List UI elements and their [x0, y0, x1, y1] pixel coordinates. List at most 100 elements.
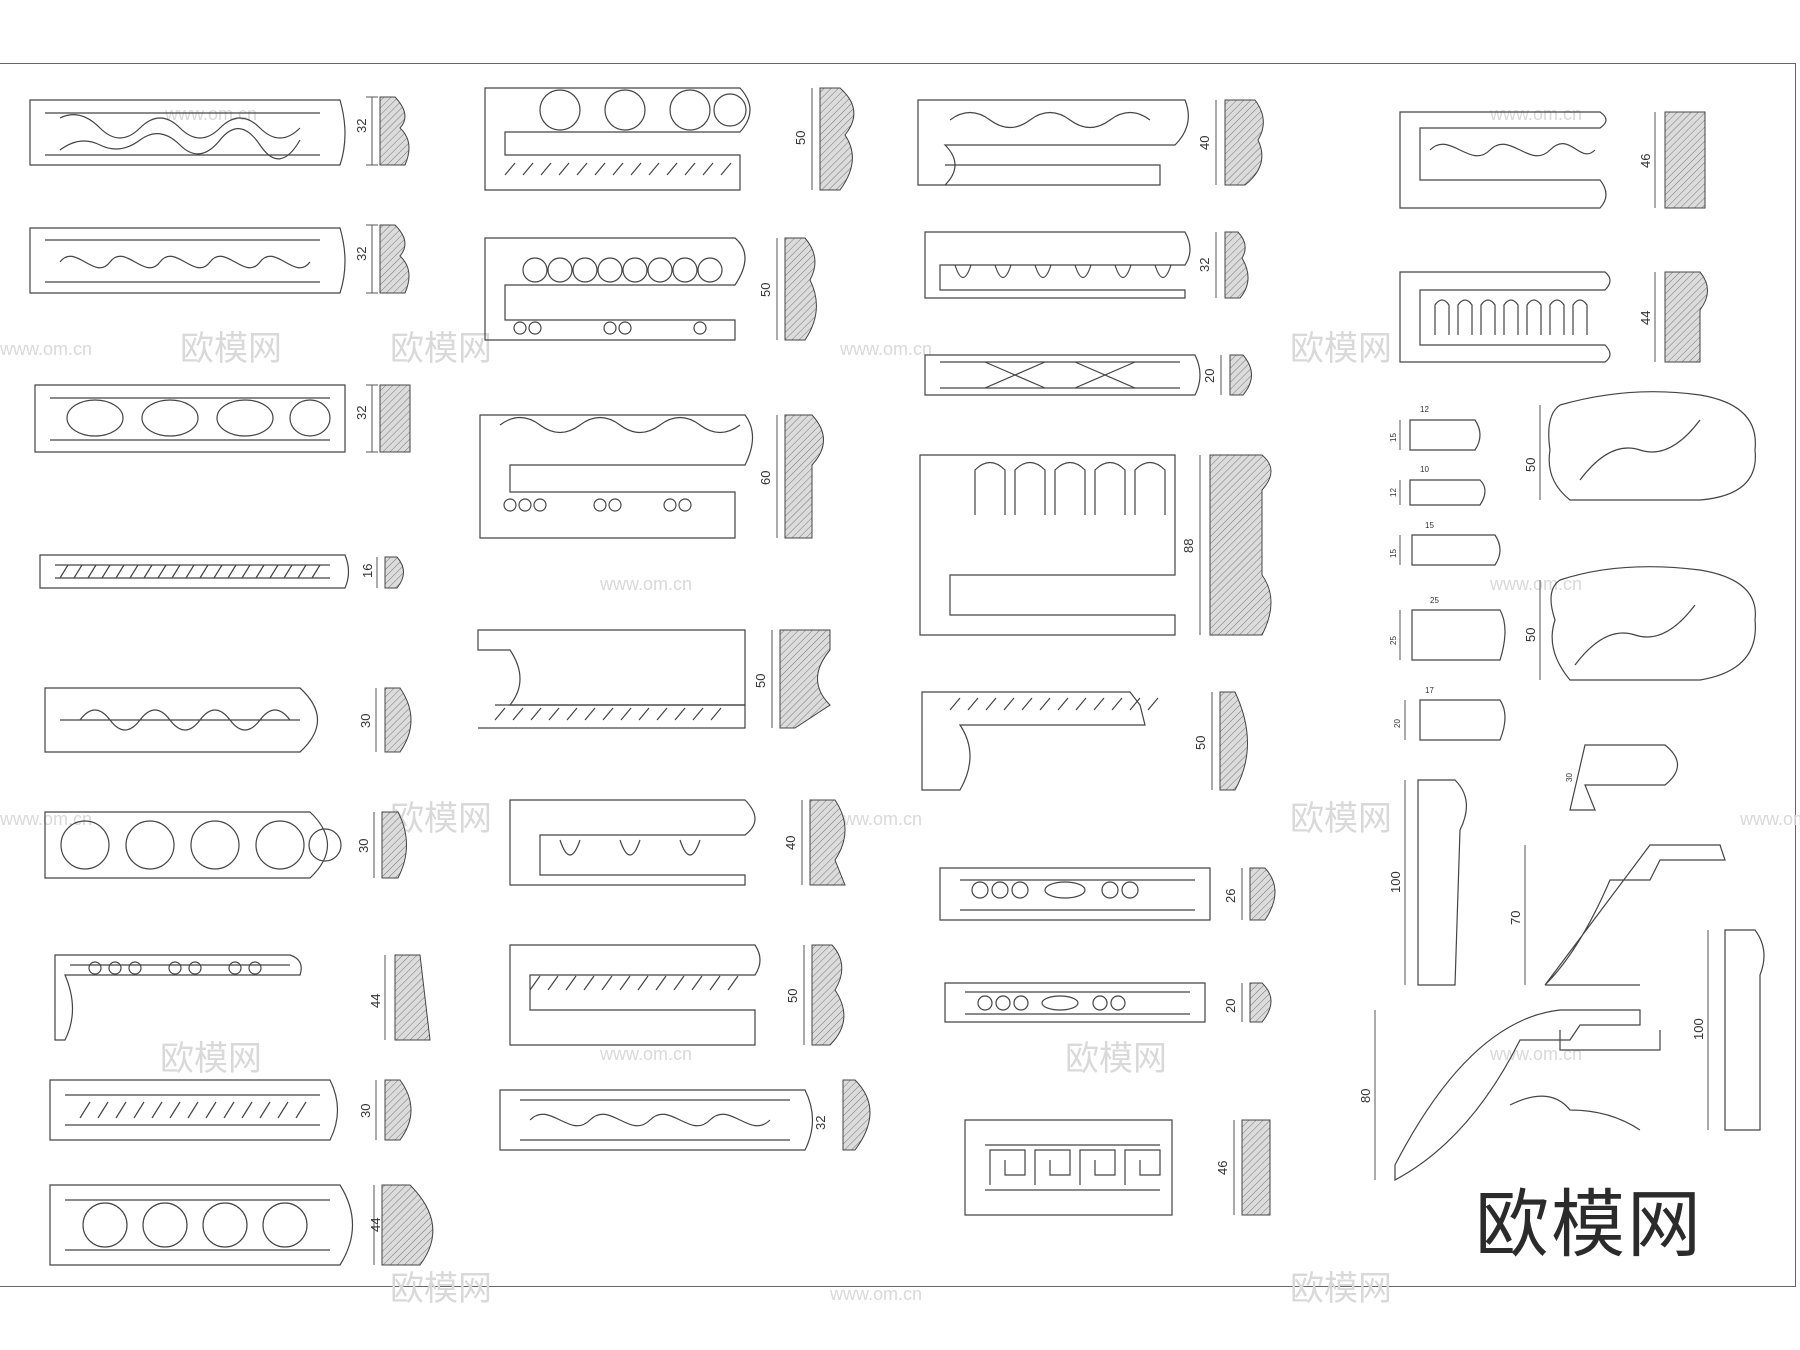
column-3-dims: 40 32 20 88 50 26 20 46 [1181, 136, 1238, 1175]
watermark-url: www.om.cn [1489, 1044, 1582, 1064]
dimension-label: 50 [753, 674, 768, 688]
moulding-greek-key [964, 1119, 1173, 1216]
watermark-urls: www.om.cn www.om.cn www.om.cn www.om.cn … [0, 104, 1800, 1304]
watermark: 欧模网 [390, 1270, 492, 1308]
watermark: 欧模网 [390, 330, 492, 368]
moulding-tulip-frieze [509, 799, 756, 886]
watermark: 欧模网 [1290, 1270, 1392, 1308]
dimension-label: 15 [1425, 521, 1434, 530]
watermark: 欧模网 [180, 330, 282, 368]
watermark-url: www.om.cn [829, 809, 922, 829]
dimension-label: 12 [1420, 405, 1429, 414]
moulding-leaf-plinth [479, 414, 754, 539]
moulding-cove-rope [477, 629, 746, 729]
dimension-label: 40 [783, 836, 798, 850]
dimension-label: 30 [358, 714, 373, 728]
dimension-label: 10 [1420, 465, 1429, 474]
moulding-grape-vine [29, 99, 346, 166]
dimension-label: 44 [368, 1218, 383, 1232]
dimension-label: 50 [793, 131, 808, 145]
dimension-label: 26 [1223, 889, 1238, 903]
dimension-label: 30 [358, 1104, 373, 1118]
watermark: 欧模网 [1290, 800, 1392, 838]
moulding-arch-panel [1399, 271, 1611, 363]
watermark-url: www.om.cn [1489, 574, 1582, 594]
column-2-dims: 50 50 60 50 40 50 32 [753, 131, 828, 1130]
column-1-dim-lines [366, 96, 386, 1265]
moulding-rope-ogee [921, 691, 1159, 791]
sheet-frame [0, 63, 1796, 1287]
column-4-dims: 46 44 [1638, 154, 1653, 325]
moulding-acanthus-scroll [29, 227, 346, 294]
column-3-sections [1209, 99, 1276, 1216]
dimension-label: 100 [1691, 1018, 1706, 1040]
dimension-label: 88 [1181, 539, 1196, 553]
dimension-label: 15 [1389, 549, 1398, 558]
dimension-label: 50 [785, 989, 800, 1003]
dimension-label: 30 [356, 839, 371, 853]
moulding-bead-thin [944, 982, 1206, 1023]
dimension-label: 44 [368, 994, 383, 1008]
watermark-url: www.om.cn [0, 809, 92, 829]
watermark-url: www.om.cn [599, 1044, 692, 1064]
column-4-dim-lines [1374, 112, 1709, 1180]
dimension-label: 44 [1638, 311, 1653, 325]
moulding-rope-base [509, 944, 761, 1046]
dimension-label: 25 [1389, 636, 1398, 645]
moulding-crown [1394, 844, 1726, 1182]
watermarks: 欧模网 欧模网 欧模网 欧模网 欧模网 欧模网 欧模网 欧模网 欧模网 [160, 330, 1392, 1308]
column-4-mouldings [1394, 111, 1765, 1182]
moulding-rope-cove [49, 1079, 339, 1141]
watermark: 欧模网 [160, 1040, 262, 1078]
dimension-label: 20 [1202, 369, 1217, 383]
dimension-label: 50 [1523, 458, 1538, 472]
dimension-label: 32 [1197, 258, 1212, 272]
moulding-small-profiles [1409, 419, 1679, 811]
moulding-circle-rosette [44, 811, 342, 879]
moulding-tall-base [1417, 779, 1765, 1131]
moulding-leaf-cyma [917, 99, 1189, 186]
dimension-label: 32 [354, 406, 369, 420]
dimension-label: 16 [360, 564, 375, 578]
dimension-label: 25 [1430, 596, 1439, 605]
watermark-url: www.om.cn [1489, 104, 1582, 124]
moulding-cross-bead [924, 354, 1201, 396]
dimension-label: 32 [354, 119, 369, 133]
column-2-dim-lines [771, 88, 813, 1045]
column-4-small-dims: 12 15 10 12 15 15 25 25 17 20 30 [1389, 405, 1574, 782]
watermark-url: www.om.cn [164, 104, 257, 124]
moulding-tulip-small [924, 231, 1191, 299]
watermark-url: www.om.cn [0, 339, 92, 359]
moulding-handrail [1548, 391, 1756, 681]
dimension-label: 60 [758, 471, 773, 485]
dimension-label: 30 [1565, 773, 1574, 782]
column-2-mouldings [477, 87, 814, 1151]
moulding-pearl-cove [484, 237, 746, 341]
dimension-label: 80 [1358, 1089, 1373, 1103]
moulding-circle-rope [484, 87, 751, 191]
column-4-sections [1664, 111, 1708, 363]
watermark: 欧模网 [1290, 330, 1392, 368]
column-1-mouldings [29, 99, 354, 1266]
moulding-rope-thin [39, 554, 350, 589]
watermark-url: www.om.cn [599, 574, 692, 594]
dimension-label: 46 [1215, 1161, 1230, 1175]
dimension-label: 17 [1425, 686, 1434, 695]
watermark-url: www.om.cn [839, 339, 932, 359]
column-2-sections [779, 87, 871, 1151]
dimension-label: 32 [354, 247, 369, 261]
moulding-vine-panel [1399, 111, 1607, 209]
dimension-label: 15 [1389, 433, 1398, 442]
moulding-arcade-frieze [919, 454, 1176, 636]
dimension-label: 50 [758, 283, 773, 297]
dimension-label: 46 [1638, 154, 1653, 168]
moulding-bead-reel [939, 867, 1211, 921]
dimension-label: 50 [1523, 628, 1538, 642]
moulding-egg-and-dart [34, 384, 346, 453]
watermark: 欧模网 [1065, 1040, 1167, 1078]
watermark: 欧模网 [390, 800, 492, 838]
dimension-label: 20 [1393, 719, 1402, 728]
watermark-url: www.om.cn [829, 1284, 922, 1304]
